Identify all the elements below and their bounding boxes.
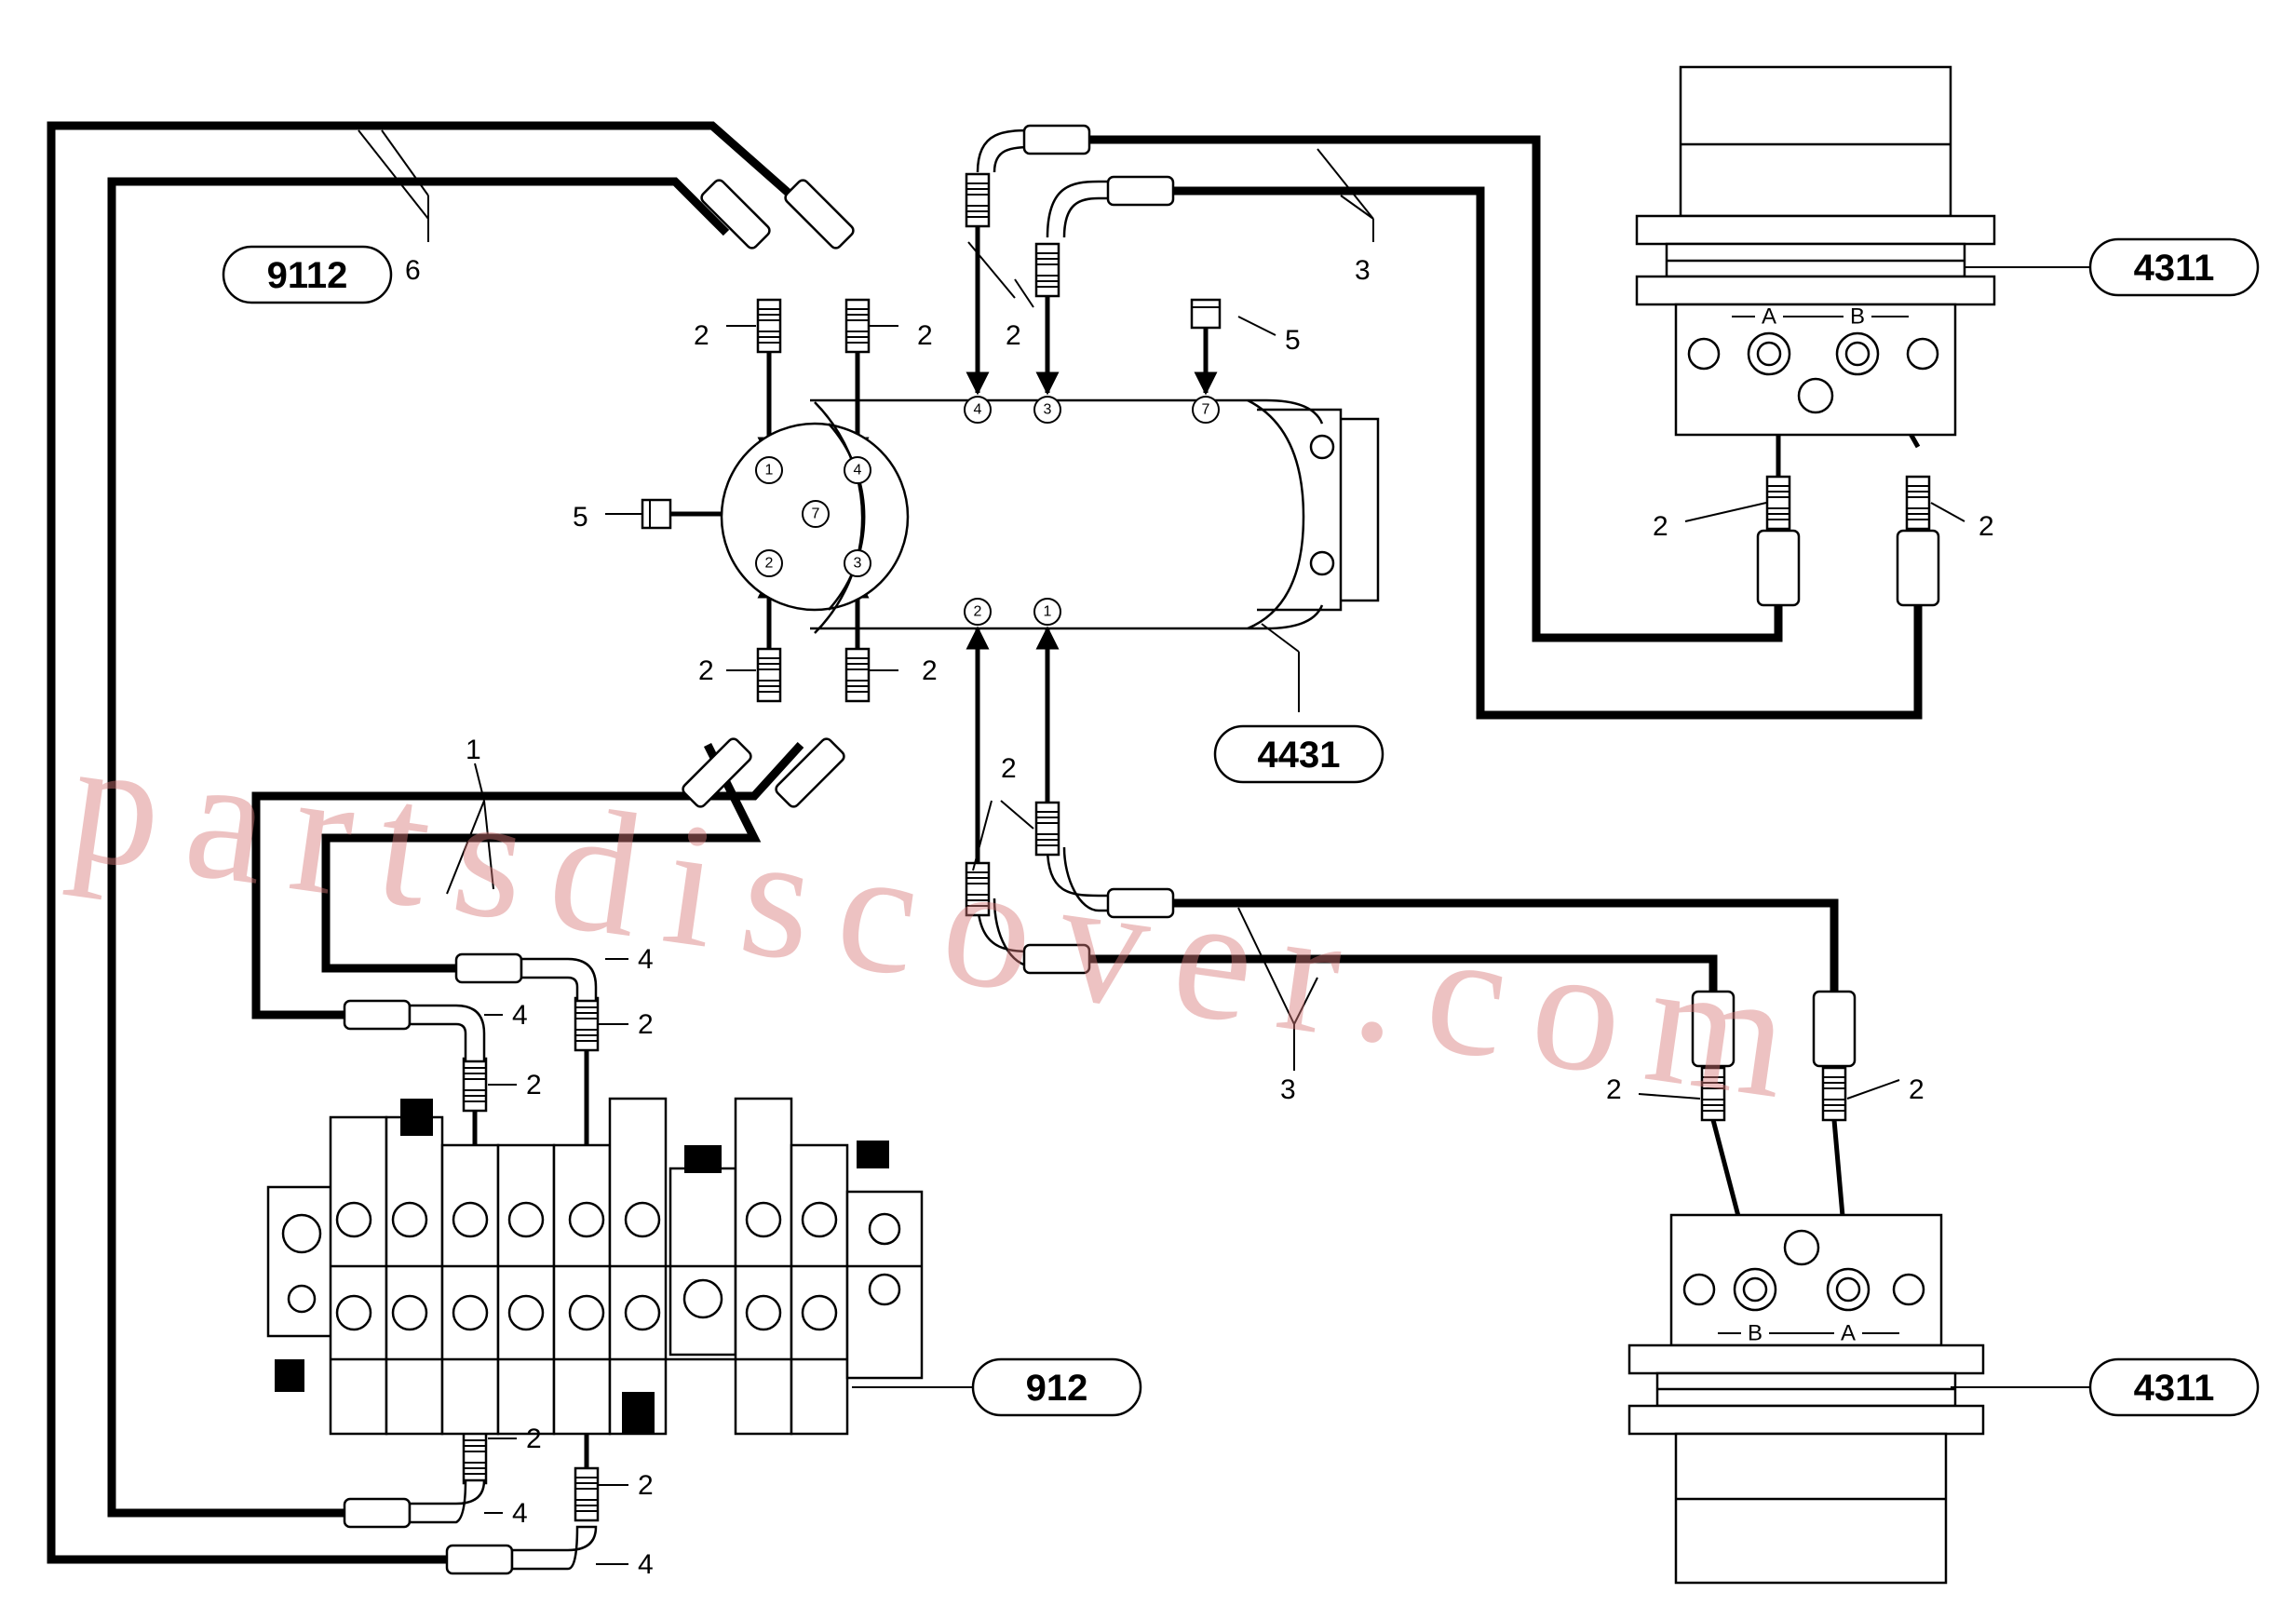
item-6-label: 6 <box>405 255 421 286</box>
callout-4431-text: 4431 <box>1258 735 1341 776</box>
item-1-label: 1 <box>466 735 481 765</box>
item-numbers: 6 3 5 5 1 3 2 2 2 2 2 2 2 2 2 2 2 2 2 2 … <box>405 255 1994 1580</box>
port-3-label: 3 <box>854 556 862 572</box>
swivel-joint-4431 <box>810 398 1380 630</box>
elbow-4-c-label: 4 <box>512 1498 528 1529</box>
fitting-2-j-label: 2 <box>1909 1074 1925 1105</box>
elbow-4-b-label: 4 <box>512 1000 528 1031</box>
item-3-top-label: 3 <box>1355 255 1371 286</box>
swivel-port-4-label: 4 <box>974 402 982 418</box>
fitting-2-e-label: 2 <box>922 655 938 686</box>
watermark-text: partsdiscover.com <box>60 702 1827 1141</box>
fitting-2-i-label: 2 <box>1606 1074 1622 1105</box>
item-3-bottom-label: 3 <box>1280 1074 1296 1105</box>
tube-bends <box>976 128 1164 968</box>
elbow-4-a-label: 4 <box>638 944 654 975</box>
fitting-2-d-label: 2 <box>698 655 714 686</box>
callout-912: 912 <box>971 1357 1142 1417</box>
swivel-port-1-label: 1 <box>1044 604 1052 620</box>
bottom-motor-port-b: B <box>1748 1321 1763 1346</box>
fitting-2-c-label: 2 <box>1006 320 1021 351</box>
callout-4311-top: 4311 <box>2088 237 2260 297</box>
swivel-port-3-label: 3 <box>1044 402 1052 418</box>
item-5-top-label: 5 <box>1285 325 1301 356</box>
motor-port-labels: A B B A <box>1718 304 1909 1346</box>
callout-4311-bottom: 4311 <box>2088 1357 2260 1417</box>
swivel-port-7-label: 7 <box>1202 402 1210 418</box>
top-motor-port-b: B <box>1850 304 1865 330</box>
callout-9112: 9112 <box>222 245 393 304</box>
travel-motor-bottom <box>1627 1213 1985 1585</box>
fitting-2-f-label: 2 <box>1001 753 1017 784</box>
callout-912-text: 912 <box>1026 1368 1088 1409</box>
elbow-4-d-label: 4 <box>638 1549 654 1580</box>
fitting-2-h-label: 2 <box>1979 511 1994 542</box>
port-4-label: 4 <box>854 463 862 479</box>
callout-9112-text: 9112 <box>267 255 348 296</box>
elbows-4 <box>408 957 598 1571</box>
callout-4311-bottom-text: 4311 <box>2134 1368 2215 1409</box>
swivel-port-2-label: 2 <box>974 604 982 620</box>
fitting-2-m-label: 2 <box>526 1424 542 1454</box>
bottom-motor-port-a: A <box>1841 1321 1856 1346</box>
fitting-2-a-label: 2 <box>694 320 709 351</box>
hose-lines <box>47 121 1923 1564</box>
leader-lines <box>358 129 2090 1565</box>
port-labels: 1 4 7 2 3 4 3 7 2 1 <box>755 396 1220 626</box>
plugs-5 <box>641 298 1222 530</box>
hose-sleeves <box>343 124 1940 1575</box>
port-1-label: 1 <box>765 463 774 479</box>
control-valve-912 <box>266 1097 924 1436</box>
port-2-label: 2 <box>765 556 774 572</box>
travel-motor-top <box>1635 65 1996 437</box>
fitting-2-n-label: 2 <box>638 1470 654 1501</box>
fitting-2-b-label: 2 <box>917 320 933 351</box>
fitting-2-g-label: 2 <box>1653 511 1668 542</box>
top-motor-port-a: A <box>1762 304 1776 330</box>
item-5-left-label: 5 <box>573 502 588 533</box>
callout-4311-top-text: 4311 <box>2134 248 2215 289</box>
callout-4431: 4431 <box>1213 724 1384 784</box>
fitting-2-k-label: 2 <box>638 1009 654 1040</box>
port-7-label: 7 <box>812 506 820 522</box>
fitting-2-l-label: 2 <box>526 1070 542 1100</box>
